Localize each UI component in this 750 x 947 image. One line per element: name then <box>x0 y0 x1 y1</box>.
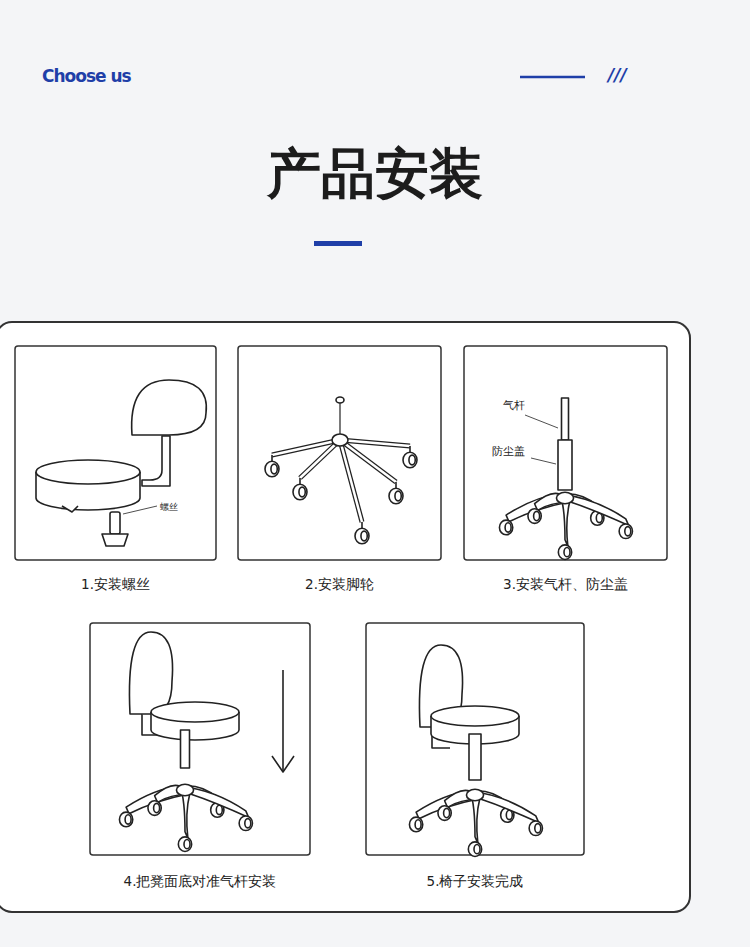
drawing-stroke <box>499 520 512 535</box>
drawing-stroke <box>245 819 251 828</box>
drawing-stroke <box>282 670 284 772</box>
drawing-stroke <box>123 506 157 514</box>
drawing-stroke <box>265 461 279 476</box>
step-caption: 2.安装脚轮 <box>238 576 441 594</box>
step-caption: 4.把凳面底对准气杆安装 <box>90 873 310 891</box>
drawing-stroke <box>62 506 78 512</box>
drawing-stroke <box>271 464 277 474</box>
step-caption: 3.安装气杆、防尘盖 <box>464 576 667 594</box>
drawing-stroke <box>558 545 571 560</box>
drawing-stroke <box>469 734 481 780</box>
step-box: 2.安装脚轮 <box>238 346 441 594</box>
box-border <box>90 623 310 855</box>
drawing-stroke <box>505 523 511 532</box>
drawing-stroke <box>525 415 558 428</box>
drawing-stroke <box>300 440 340 478</box>
drawing-stroke <box>564 547 570 556</box>
part-name: 防尘盖 <box>492 444 525 459</box>
drawing-stroke <box>299 478 301 484</box>
drawing-stroke <box>596 513 602 522</box>
drawing-stroke <box>239 816 252 831</box>
drawing-stroke <box>132 380 207 435</box>
drawing-stroke <box>125 815 131 824</box>
drawing-stroke <box>528 509 541 524</box>
part-name: 气杆 <box>503 398 525 413</box>
drawing-stroke <box>361 531 367 541</box>
step-box: 3.安装气杆、防尘盖 <box>464 346 667 594</box>
drawing-stroke <box>562 398 569 440</box>
box-border <box>15 346 216 560</box>
drawing-stroke <box>619 524 632 539</box>
page-title: 产品安装 <box>0 138 750 211</box>
drawing-stroke <box>36 460 140 484</box>
drawing-stroke <box>129 632 172 714</box>
drawing-stroke <box>178 837 191 852</box>
step-caption: 1.安装螺丝 <box>15 576 216 594</box>
drawing-stroke <box>415 820 421 829</box>
step-box: 4.把凳面底对准气杆安装 <box>90 623 310 891</box>
drawing-stroke <box>468 842 481 857</box>
drawing-stroke <box>110 512 120 534</box>
drawing-stroke <box>102 534 128 546</box>
drawing-stroke <box>332 434 348 446</box>
header-mark: /// <box>608 65 627 85</box>
drawing-stroke <box>181 730 190 768</box>
drawing-stroke <box>272 756 294 772</box>
drawing-stroke <box>534 511 540 520</box>
drawing-stroke <box>409 455 415 465</box>
drawing-stroke <box>216 805 222 814</box>
box-border <box>464 346 667 560</box>
header-line <box>520 76 585 79</box>
box-border <box>238 346 441 560</box>
drawing-stroke <box>355 528 369 543</box>
step-box: 1.安装螺丝 <box>15 346 216 594</box>
drawing-stroke <box>119 812 132 827</box>
drawing-stroke <box>300 440 340 478</box>
drawing-stroke <box>271 455 273 461</box>
drawing-stroke <box>361 522 363 528</box>
step-box: 5.椅子安装完成 <box>366 623 584 891</box>
drawing-stroke <box>558 440 572 490</box>
drawing-stroke <box>142 436 170 486</box>
header-tag: Choose us <box>42 66 131 86</box>
drawing-stroke <box>389 488 403 503</box>
drawing-stroke <box>625 527 631 536</box>
drawing-stroke <box>293 484 307 499</box>
drawing-stroke <box>438 806 451 821</box>
box-border <box>366 623 584 855</box>
title-bar <box>314 241 362 246</box>
drawing-stroke <box>556 492 573 503</box>
drawing-stroke <box>535 824 541 833</box>
drawing-stroke <box>395 491 401 501</box>
drawing-stroke <box>148 801 161 816</box>
drawing-stroke <box>431 706 519 726</box>
step-caption: 5.椅子安装完成 <box>366 873 584 891</box>
panel <box>0 322 690 912</box>
drawing-stroke <box>340 440 410 446</box>
drawing-stroke <box>340 440 410 446</box>
drawing-stroke <box>176 784 193 795</box>
drawing-stroke <box>299 487 305 497</box>
drawing-stroke <box>529 821 542 836</box>
drawing-stroke <box>395 482 397 488</box>
drawing-stroke <box>409 817 422 832</box>
drawing-stroke <box>154 803 160 812</box>
drawing-stroke <box>403 452 417 467</box>
drawing-stroke <box>506 810 512 819</box>
drawing-stroke <box>336 397 344 403</box>
drawing-stroke <box>474 844 480 853</box>
drawing-stroke <box>531 458 556 464</box>
drawing-stroke <box>444 808 450 817</box>
drawing-stroke <box>409 446 411 452</box>
drawing-stroke <box>339 402 340 434</box>
part-name: 螺丝 <box>160 501 178 514</box>
drawing-stroke <box>184 839 190 848</box>
drawing-stroke <box>466 789 483 800</box>
drawing-stroke <box>151 702 239 722</box>
